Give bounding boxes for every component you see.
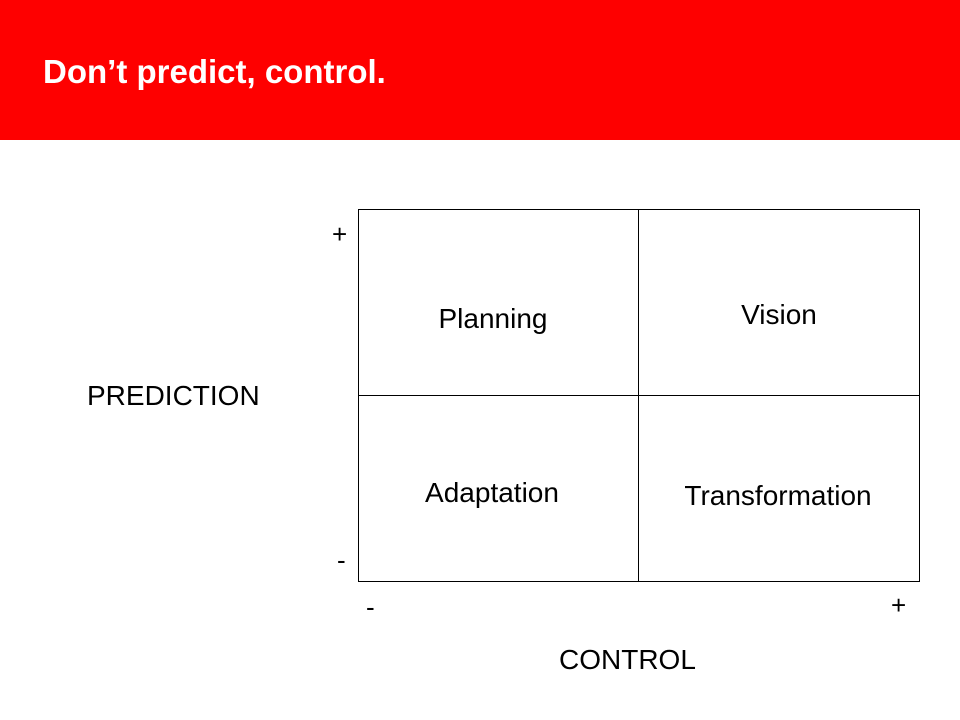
y-axis-high-marker: + (332, 219, 348, 249)
y-axis-label: PREDICTION (87, 380, 260, 411)
title-bar: Don’t predict, control. (0, 0, 960, 140)
quadrant-matrix: Planning Vision Adaptation Transformatio… (358, 209, 920, 582)
quadrant-transformation: Transformation (684, 480, 872, 511)
matrix-horizontal-divider (359, 395, 919, 396)
x-axis-low-marker: - (366, 592, 375, 622)
quadrant-adaptation: Adaptation (425, 477, 559, 508)
quadrant-vision: Vision (741, 299, 817, 330)
x-axis-high-marker: + (891, 590, 907, 620)
y-axis-low-marker: - (337, 545, 346, 575)
slide-title: Don’t predict, control. (43, 53, 386, 90)
x-axis-label: CONTROL (559, 644, 696, 675)
quadrant-planning: Planning (438, 303, 548, 334)
